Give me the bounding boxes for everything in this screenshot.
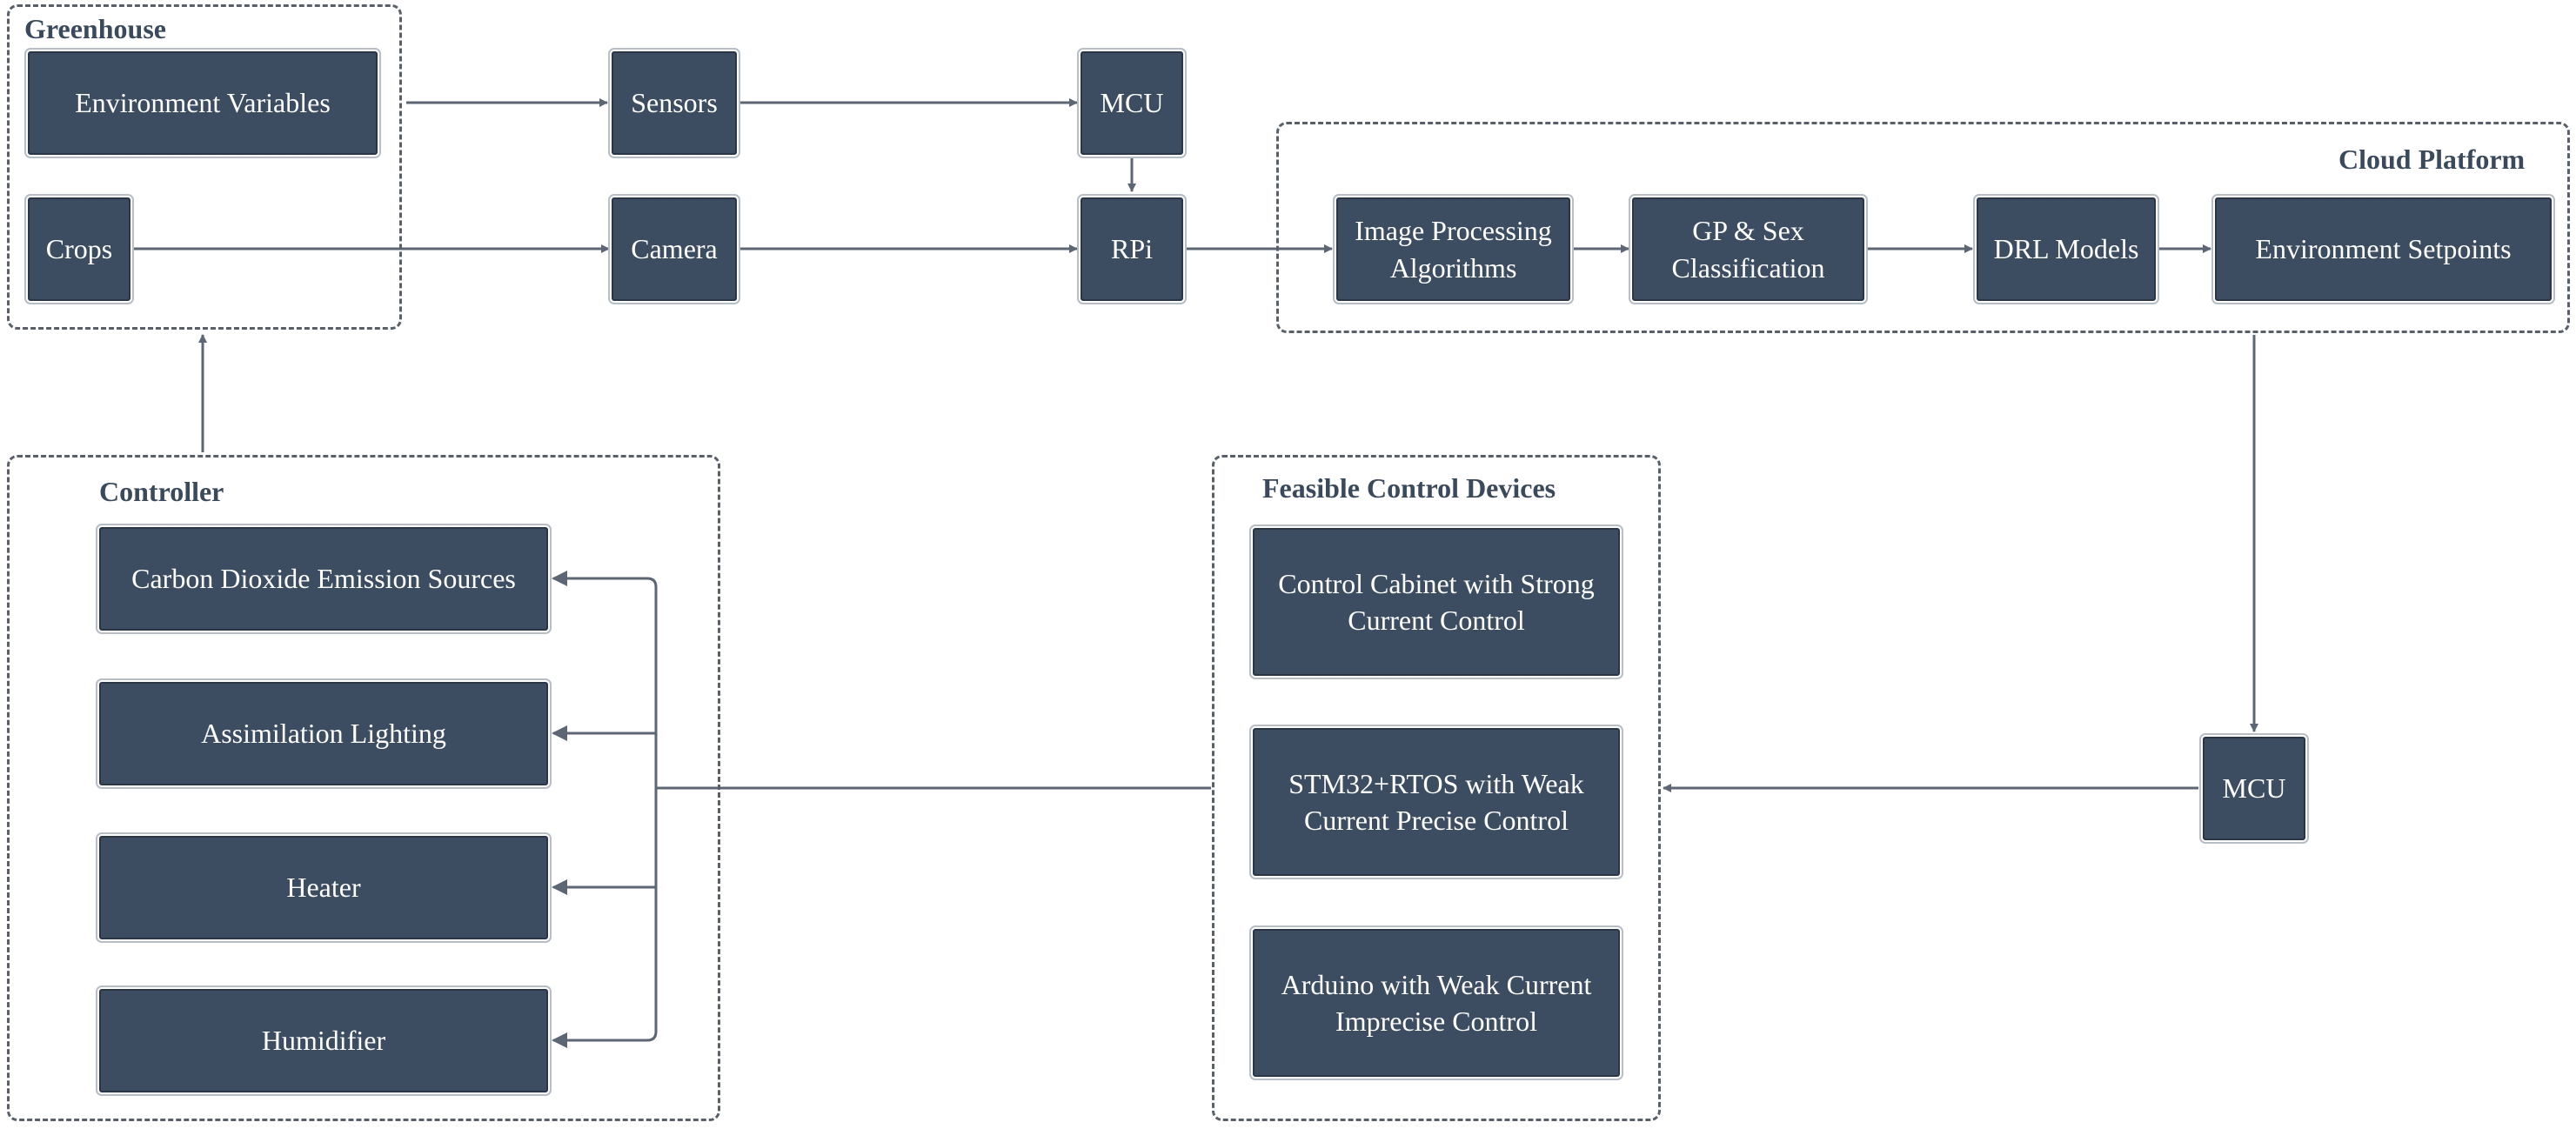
sensors-node: Sensors: [608, 48, 740, 158]
edge-controller-bus: [553, 577, 658, 1042]
cloud-platform-group: [1276, 122, 2570, 333]
environment-setpoints-node: Environment Setpoints: [2211, 194, 2555, 304]
image-processing-node: Image Processing Algorithms: [1333, 194, 1574, 304]
assimilation-lighting-node: Assimilation Lighting: [96, 678, 552, 789]
greenhouse-group-label: Greenhouse: [24, 13, 166, 44]
arduino-node: Arduino with Weak Current Imprecise Cont…: [1249, 925, 1623, 1080]
controller-group-label: Controller: [99, 476, 224, 507]
arrowhead-humidifier: [552, 1032, 567, 1048]
humidifier-node: Humidifier: [96, 985, 552, 1096]
feasible-control-devices-group-label: Feasible Control Devices: [1262, 472, 1556, 504]
rpi-node: RPi: [1077, 194, 1187, 304]
arrowhead-heater: [552, 879, 567, 895]
heater-node: Heater: [96, 832, 552, 943]
camera-node: Camera: [608, 194, 740, 304]
environment-variables-node: Environment Variables: [24, 48, 381, 158]
cloud-platform-group-label: Cloud Platform: [2338, 144, 2526, 175]
controller-group: [7, 455, 720, 1121]
feasible-control-devices-group: [1212, 455, 1661, 1121]
control-cabinet-node: Control Cabinet with Strong Current Cont…: [1249, 524, 1623, 679]
gp-sex-classification-node: GP & Sex Classification: [1629, 194, 1868, 304]
mcu-bottom-node: MCU: [2199, 733, 2309, 844]
stm32-rtos-node: STM32+RTOS with Weak Current Precise Con…: [1249, 725, 1623, 879]
arrowhead-lighting: [552, 725, 567, 741]
greenhouse-group: [7, 4, 402, 330]
carbon-dioxide-node: Carbon Dioxide Emission Sources: [96, 524, 552, 634]
crops-node: Crops: [24, 194, 134, 304]
drl-models-node: DRL Models: [1973, 194, 2159, 304]
mcu-top-node: MCU: [1077, 48, 1187, 158]
arrowhead-co2: [552, 571, 567, 586]
